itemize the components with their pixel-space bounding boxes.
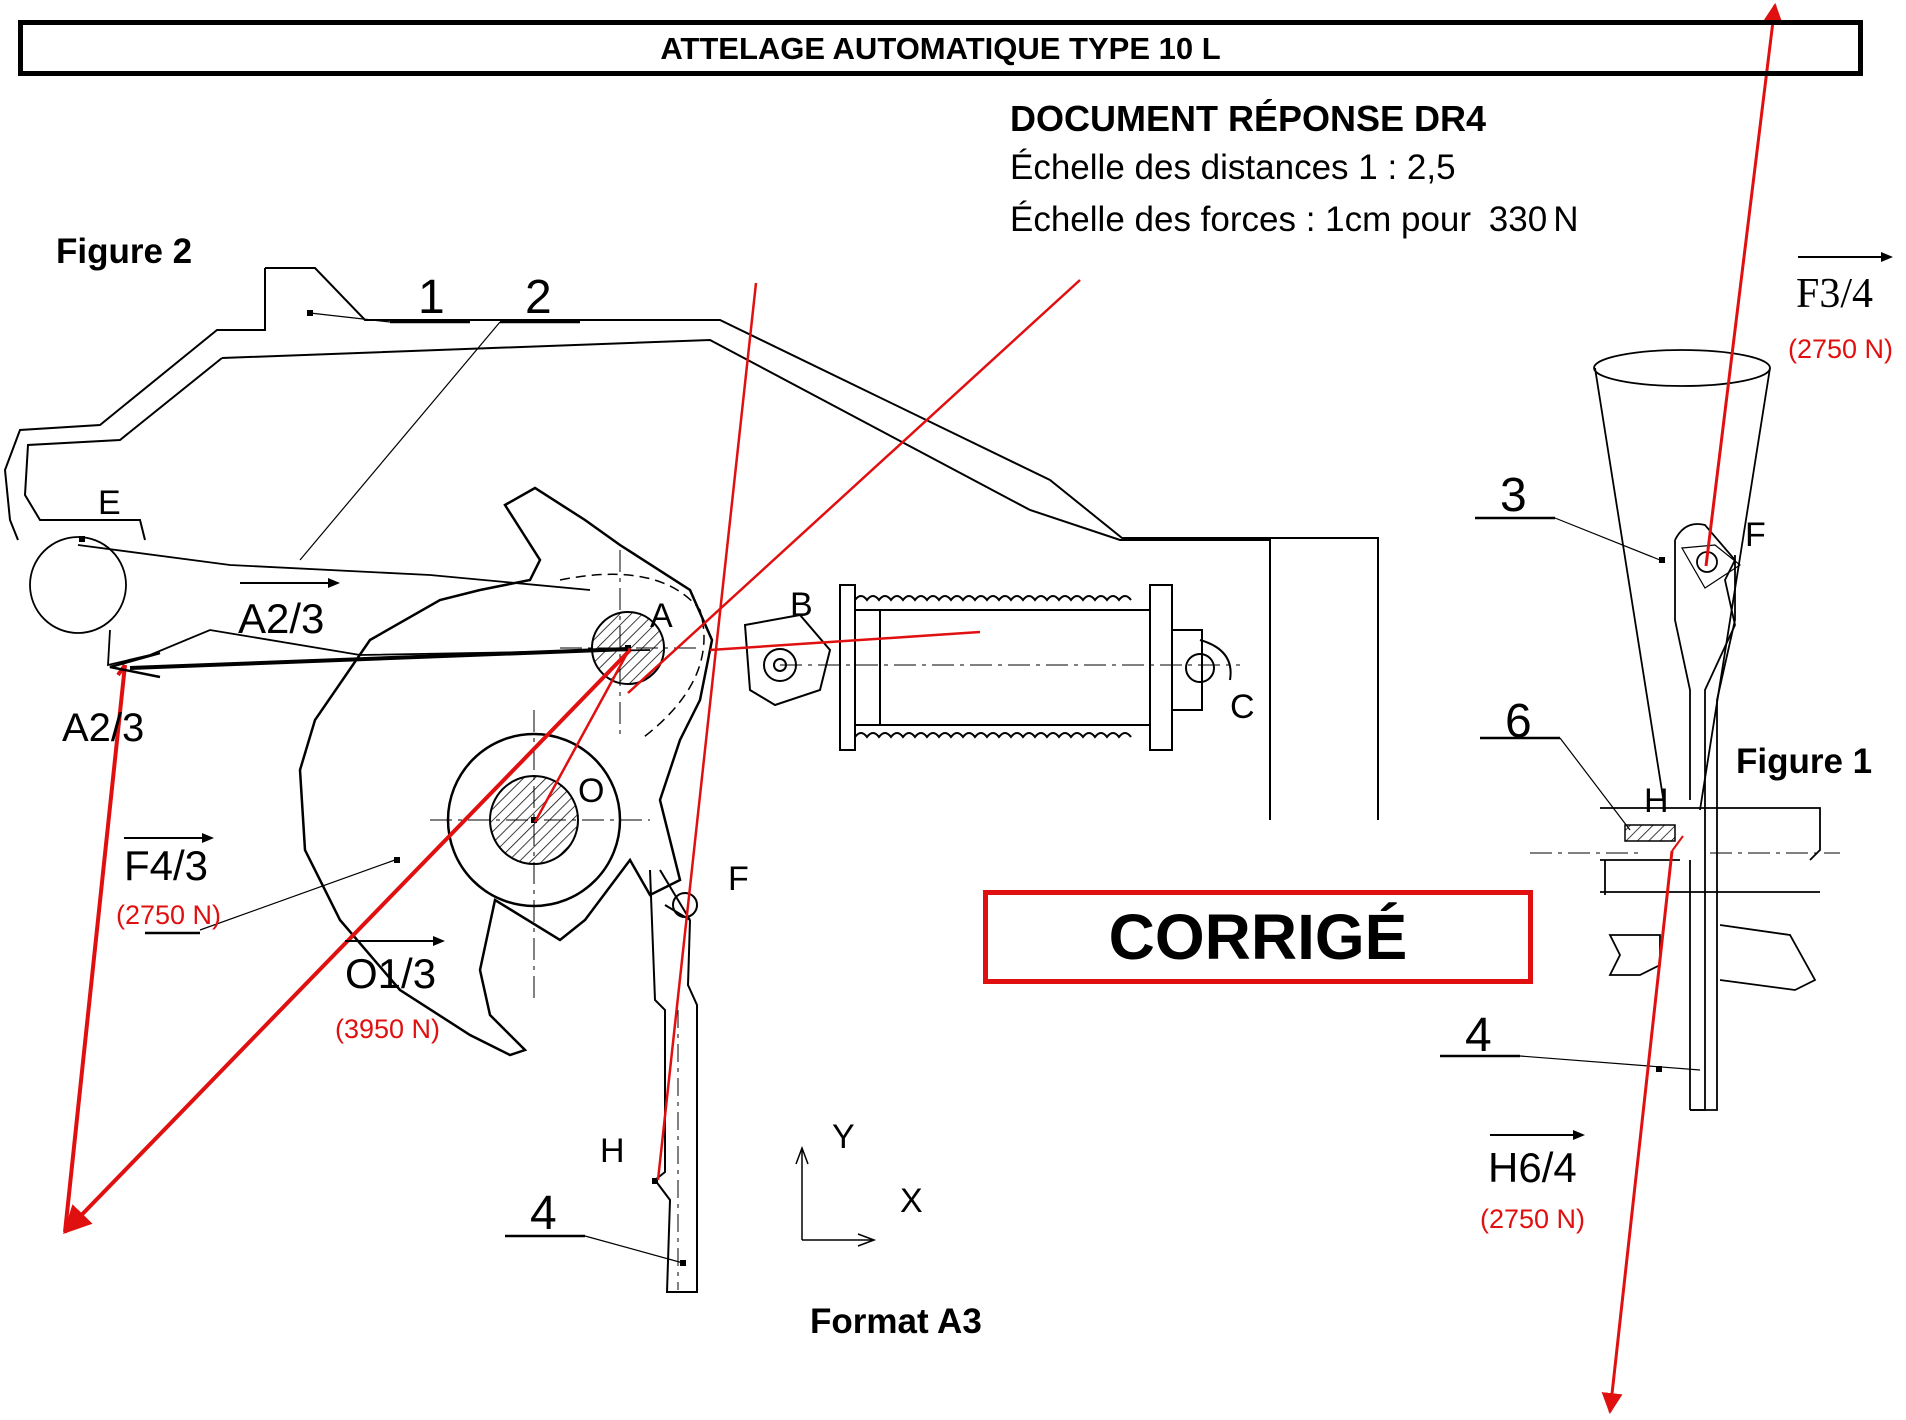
point-b: B: [790, 586, 813, 624]
lever-part-4: [649, 869, 698, 1293]
vector-arrow-h64: [1573, 1130, 1585, 1140]
label-f43: F4/3: [124, 842, 209, 889]
scale-forces-unit: N: [1553, 200, 1579, 239]
point-h-fig1: H: [1644, 782, 1669, 820]
scale-forces-value: 330: [1488, 200, 1548, 239]
figure2-label: Figure 2: [56, 232, 193, 271]
part-number-4-fig1: 4: [1465, 1009, 1492, 1062]
axis-x-label: X: [900, 1182, 923, 1220]
point-o: O: [578, 772, 605, 810]
leader-lines-fig2: [145, 312, 684, 1264]
scale-distances: Échelle des distances 1 : 2,5: [1010, 148, 1456, 187]
vector-bar-h64: [1490, 1134, 1575, 1136]
value-h64: (2750 N): [1480, 1204, 1586, 1234]
scale-forces-label: Échelle des forces : 1cm pour: [1010, 200, 1472, 239]
part-number-2: 2: [525, 271, 552, 324]
part-number-4-fig2: 4: [530, 1187, 557, 1240]
value-f43: (2750 N): [116, 900, 222, 930]
vector-arrow-a23-top: [328, 578, 340, 588]
xy-axes: [795, 1145, 877, 1247]
value-f34: (2750 N): [1788, 334, 1894, 364]
label-o13: O1/3: [345, 950, 437, 997]
figure1-drawing: [1530, 349, 1840, 1111]
format-label: Format A3: [810, 1302, 982, 1341]
dashed-arc: [559, 573, 705, 741]
vector-a23-black: [109, 647, 629, 679]
part-number-6: 6: [1505, 695, 1532, 748]
vector-bar-f34: [1798, 256, 1883, 258]
vector-arrow-f34: [1881, 252, 1893, 262]
latch-part-2: [29, 536, 651, 667]
point-f-fig2: F: [728, 860, 749, 898]
point-c: C: [1230, 688, 1255, 726]
leader-lines-fig1: [1440, 516, 1701, 1071]
vector-bar-o13: [345, 940, 435, 942]
vector-arrow-f43: [202, 833, 214, 843]
construction-lines: [533, 279, 1081, 1181]
frame-part-1: [3, 267, 1379, 820]
part-number-1: 1: [418, 271, 445, 324]
corrige-stamp: CORRIGÉ: [983, 890, 1533, 984]
point-a: A: [650, 597, 673, 635]
value-o13: (3950 N): [335, 1014, 441, 1044]
spring-assembly: [743, 584, 1232, 751]
point-e: E: [98, 484, 121, 522]
reference-dots: [79, 310, 1665, 1266]
part-6-block: [1624, 824, 1676, 842]
point-f-fig1: F: [1745, 516, 1766, 554]
vector-bar-a23-top: [240, 582, 330, 584]
point-h-fig2: H: [600, 1132, 625, 1170]
title-bar: ATTELAGE AUTOMATIQUE TYPE 10 L: [18, 20, 1863, 76]
part-number-3: 3: [1500, 469, 1527, 522]
vector-arrow-o13: [433, 936, 445, 946]
axis-y-label: Y: [832, 1118, 855, 1156]
label-h64: H6/4: [1488, 1144, 1577, 1191]
label-f34: F3/4: [1796, 271, 1874, 317]
document-heading: DOCUMENT RÉPONSE DR4: [1010, 98, 1487, 139]
figure1-label: Figure 1: [1736, 742, 1873, 781]
vector-bar-f43: [124, 837, 204, 839]
label-a23-top: A2/3: [238, 595, 325, 642]
fig1-force-lines: [1601, 2, 1784, 1415]
label-a23-bottom: A2/3: [62, 706, 145, 750]
